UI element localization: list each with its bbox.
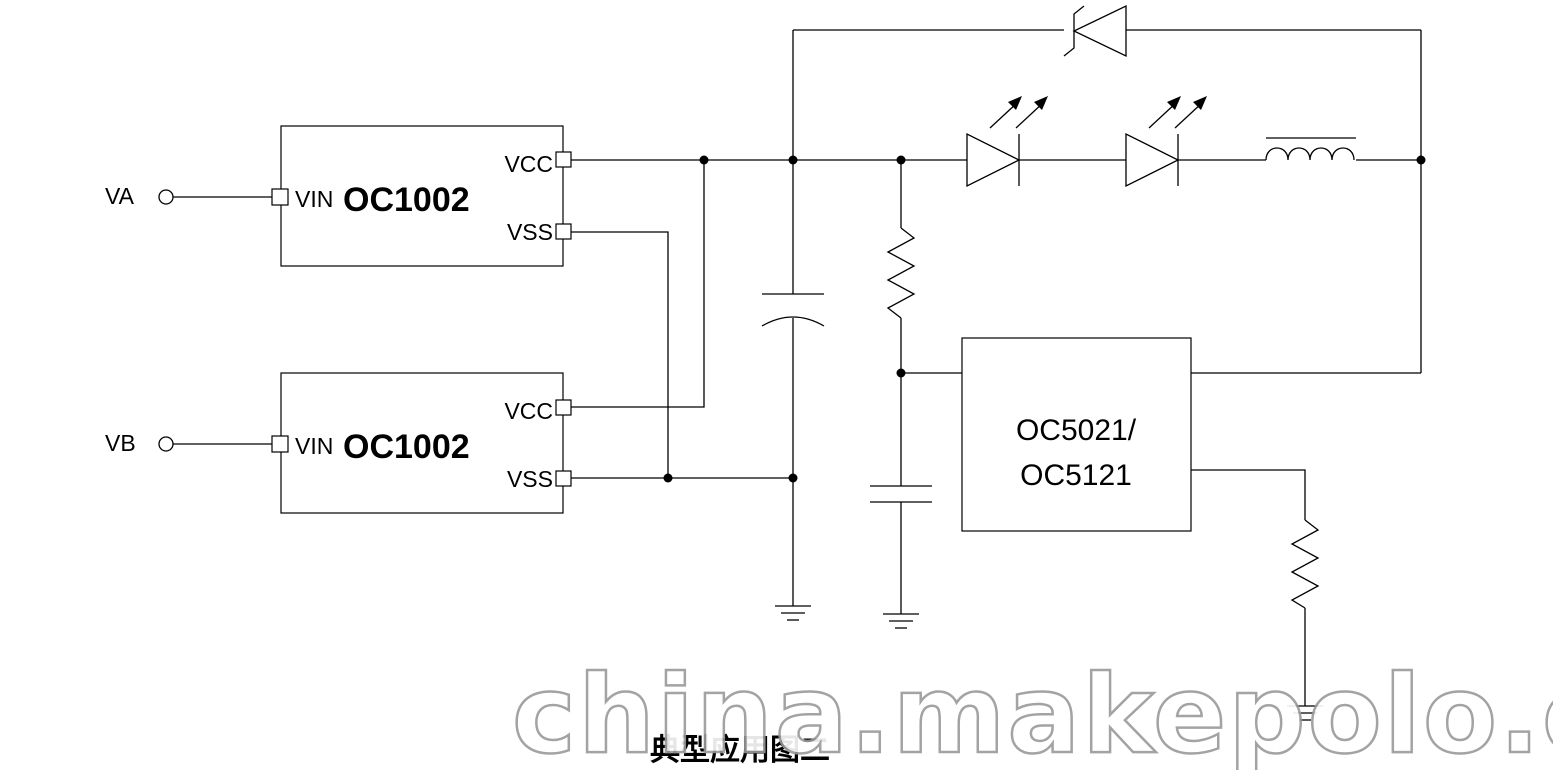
electrolytic-capacitor-icon (761, 293, 825, 327)
input-terminal-vb (158, 436, 174, 452)
pin-vcc (555, 151, 572, 168)
wire-vcc-bottom (571, 160, 705, 408)
wire-vss-top (571, 231, 669, 478)
arrow-head (1167, 96, 1181, 110)
arrow-head (1193, 96, 1207, 110)
inductor-icon (1265, 137, 1356, 161)
pin-vss (555, 223, 572, 240)
zener-triangle (1072, 4, 1127, 58)
zener-diode-icon (1063, 4, 1127, 58)
input-terminal-va (158, 189, 174, 205)
led-icon (1125, 96, 1207, 188)
inductor-coil (1265, 147, 1355, 161)
input-label-va: VA (105, 183, 135, 209)
pin-label-vss: VSS (507, 219, 553, 245)
wire-ic-sense (1191, 469, 1306, 520)
pin-vcc (555, 399, 572, 416)
pin-vin (271, 188, 289, 206)
cap-plate-curved (761, 316, 825, 327)
ic-name-line1: OC5021/ (1016, 414, 1137, 447)
chip-name: OC1002 (343, 181, 470, 219)
pin-label-vin: VIN (295, 186, 333, 212)
input-label-vb: VB (105, 430, 136, 456)
junction-dot (663, 473, 673, 483)
ground-icon (775, 605, 811, 621)
arrow-head (1008, 96, 1022, 110)
diagram-caption: 典型应用图二 (650, 733, 830, 768)
junction-dot (1416, 155, 1426, 165)
capacitor-icon (870, 485, 932, 503)
pin-label-vcc: VCC (504, 151, 553, 177)
pin-label-vin: VIN (295, 433, 333, 459)
ic-body (961, 337, 1192, 532)
pin-label-vss: VSS (507, 466, 553, 492)
chip-oc1002-bottom: VIN OC1002 VCC VSS (271, 372, 572, 514)
ground-icon (883, 613, 919, 629)
junction-dot (896, 155, 906, 165)
watermark: china.makepolo.com (512, 653, 1553, 770)
driver-ic: OC5021/ OC5121 (961, 337, 1192, 532)
junction-dot (788, 155, 798, 165)
pin-vss (555, 470, 572, 487)
ground-icon (1287, 705, 1323, 721)
resistor-icon (1290, 519, 1320, 609)
junction-dot (788, 473, 798, 483)
ic-name-line2: OC5121 (1020, 459, 1132, 492)
chip-body (280, 372, 564, 514)
arrow-head (1034, 96, 1048, 110)
led-triangle (966, 132, 1021, 188)
chip-oc1002-top: VIN OC1002 VCC VSS (271, 125, 572, 267)
pin-label-vcc: VCC (504, 398, 553, 424)
junction-dot (896, 368, 906, 378)
led-icon (966, 96, 1048, 188)
pin-vin (271, 435, 289, 453)
zener-bar (1063, 5, 1085, 57)
led-triangle (1125, 132, 1180, 188)
resistor-icon (886, 227, 916, 319)
junction-dot (699, 155, 709, 165)
chip-name: OC1002 (343, 428, 470, 466)
